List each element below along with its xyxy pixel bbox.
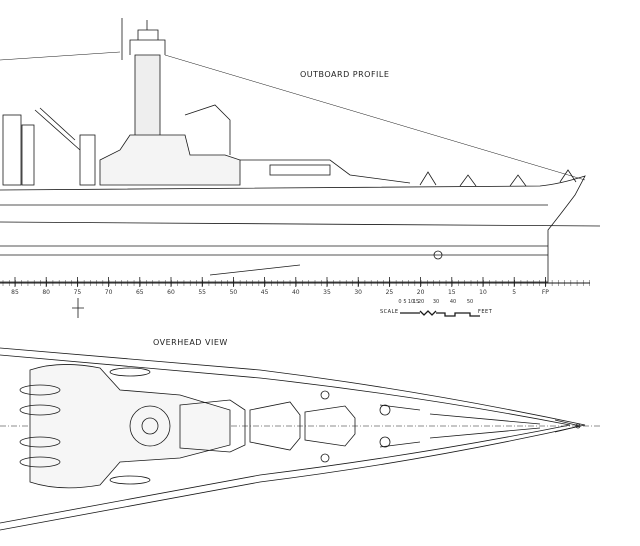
scale-tick-label: 50 — [466, 299, 474, 305]
station-label: 35 — [323, 289, 331, 296]
station-label: 15 — [447, 289, 456, 296]
station-label: 40 — [291, 289, 300, 296]
scale-tick-label: 10 — [407, 299, 415, 305]
outboard-profile-title: OUTBOARD PROFILE — [300, 70, 390, 79]
station-label: 55 — [198, 289, 207, 296]
scale-tick-label: 5 — [403, 299, 407, 305]
waterline — [0, 221, 601, 227]
station-label: 75 — [73, 289, 82, 296]
station-label: 85 — [11, 289, 19, 296]
station-label: 70 — [104, 289, 113, 296]
scale-tick-label: 0 — [398, 299, 402, 305]
scale-tick-label: 30 — [432, 299, 440, 305]
station-label: FP — [541, 289, 549, 296]
station-label: 50 — [229, 289, 238, 296]
scale-bar — [400, 310, 480, 317]
scale-tick-label: 40 — [449, 299, 457, 305]
outboard-profile — [0, 18, 601, 318]
scale-unit: FEET — [478, 309, 493, 315]
hull-outline — [0, 175, 586, 283]
station-label: 80 — [42, 289, 51, 296]
station-label: 60 — [167, 289, 175, 296]
compass-icon — [72, 298, 84, 318]
station-label: 30 — [354, 289, 363, 296]
station-label: 45 — [260, 289, 269, 296]
overhead-view — [0, 347, 600, 531]
scale-tick-label: 20 — [417, 299, 425, 305]
hull-plan-outline — [0, 347, 586, 531]
scale-label: SCALE — [380, 309, 399, 315]
station-label: 65 — [135, 289, 144, 296]
station-label: 25 — [385, 289, 394, 296]
station-label: 20 — [416, 289, 425, 296]
station-label: 5 — [512, 289, 517, 296]
scale-tick-label: 15 — [412, 299, 420, 305]
station-label: 10 — [479, 289, 487, 296]
overhead-view-title: OVERHEAD VIEW — [153, 338, 228, 347]
